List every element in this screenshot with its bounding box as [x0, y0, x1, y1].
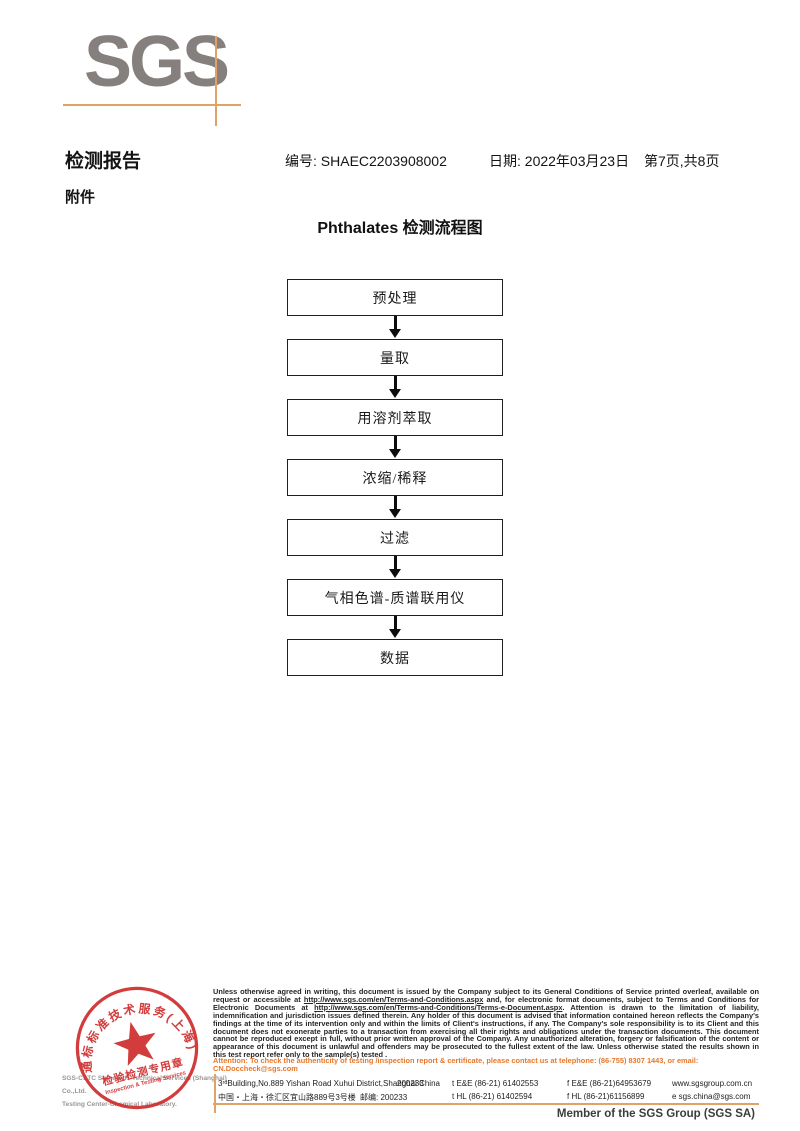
member-text: Member of the SGS Group (SGS SA): [556, 1108, 755, 1120]
address-cn: 中国・上海・徐汇区宜山路889号3号楼: [218, 1093, 356, 1102]
fax-hl: f HL (86-21)61156899: [567, 1092, 645, 1101]
flow-step-gcms: 气相色谱-质谱联用仪: [287, 579, 503, 616]
tel-ee: t E&E (86-21) 61402553: [452, 1079, 539, 1088]
flow-arrow-icon: [389, 496, 401, 519]
flow-step-data: 数据: [287, 639, 503, 676]
flow-arrow-icon: [389, 616, 401, 639]
terms-e-document-link: http://www.sgs.com/en/Terms-and-Conditio…: [314, 1002, 563, 1012]
terms-link: http://www.sgs.com/en/Terms-and-Conditio…: [303, 994, 484, 1004]
page-indicator: 第7页,共8页: [644, 153, 720, 169]
footer-divider-vertical: [214, 1074, 216, 1113]
logo-crosshair-line: [215, 36, 217, 126]
sgs-logo: SGS: [84, 22, 230, 102]
flow-arrow-icon: [389, 376, 401, 399]
stamp-ring: [75, 986, 199, 1110]
flow-step-pretreatment: 预处理: [287, 279, 503, 316]
address-en: 3ʳᵈBuilding,No.889 Yishan Road Xuhui Dis…: [218, 1079, 440, 1088]
inspection-stamp: 通标标准技术服务(上海)有限公司 检验检测专用章 Inspection & Te…: [58, 969, 200, 1110]
footer-divider-horizontal: [213, 1103, 759, 1105]
postcode-cn: 邮编: 200233: [360, 1093, 408, 1102]
legal-text: Unless otherwise agreed in writing, this…: [213, 988, 759, 1059]
postcode-en: 200233: [397, 1079, 424, 1088]
flow-step-concentrate-dilute: 浓缩/稀释: [287, 459, 503, 496]
tel-hl: t HL (86-21) 61402594: [452, 1092, 533, 1101]
email: e sgs.china@sgs.com: [672, 1092, 751, 1101]
flowchart: 预处理 量取 用溶剂萃取 浓缩/稀释 过滤 气相色谱-质谱联用仪 数据: [287, 279, 503, 676]
report-title: 检测报告: [65, 151, 142, 172]
legal-p2: and, for electronic format documents, su…: [213, 994, 759, 1012]
flow-step-filter: 过滤: [287, 519, 503, 556]
flow-step-measure: 量取: [287, 339, 503, 376]
company-name-en: SGS-CSTC Standards Technical Services (S…: [62, 1075, 227, 1095]
website: www.sgsgroup.com.cn: [672, 1079, 753, 1088]
flowchart-title: Phthalates 检测流程图: [317, 220, 483, 237]
report-number: 编号: SHAEC2203908002: [285, 153, 447, 169]
legal-p3: . Attention is drawn to the limitation o…: [213, 1002, 759, 1060]
flow-arrow-icon: [389, 556, 401, 579]
attachment-label: 附件: [65, 189, 96, 206]
attention-text: Attention: To check the authenticity of …: [213, 1056, 699, 1073]
flow-arrow-icon: [389, 316, 401, 339]
report-date: 日期: 2022年03月23日: [489, 153, 630, 169]
flow-step-solvent-extraction: 用溶剂萃取: [287, 399, 503, 436]
stamp-star-icon: [113, 1021, 156, 1066]
fax-ee: f E&E (86-21)64953679: [567, 1079, 652, 1088]
flow-arrow-icon: [389, 436, 401, 459]
logo-underline: [63, 104, 241, 106]
legal-p1: Unless otherwise agreed in writing, this…: [213, 987, 759, 1004]
